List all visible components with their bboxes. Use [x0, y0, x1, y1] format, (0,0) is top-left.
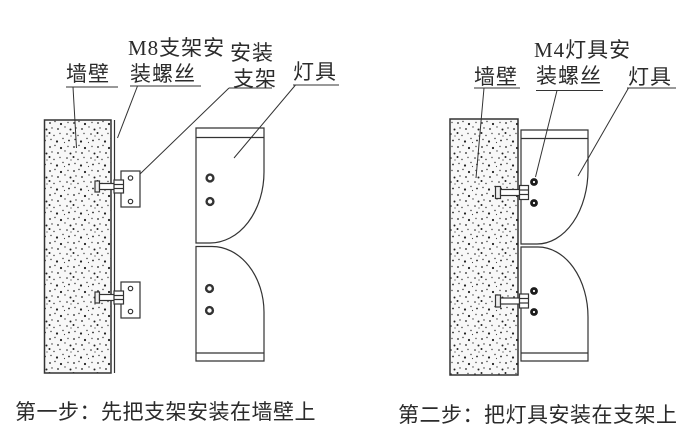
step2-wall-leader: [474, 87, 520, 179]
step1-lamp-label: 灯具: [293, 59, 337, 85]
step1-wall-label-text: 墙壁: [66, 62, 110, 86]
lamp-screw-hole: [205, 196, 215, 207]
lamp-screw-hole: [204, 305, 215, 316]
step2-caption: 第二步：把灯具安装在支架上: [398, 403, 678, 427]
step1-bracket-leader: [139, 87, 272, 175]
step1-m8-bolt-upper: [94, 179, 125, 194]
step1-bracket-hole: [127, 198, 134, 205]
step1-screw-label-line2: 装螺丝: [130, 62, 196, 86]
step2-screw-label: M4灯具安 装螺丝: [534, 37, 631, 89]
step2-m4-screws: [530, 178, 538, 316]
step1-lamp-label-text: 灯具: [293, 60, 337, 84]
step2-drawing: [449, 87, 676, 376]
step2-m8-bolt-lower: [494, 293, 530, 309]
step1-lamp-lower-shade: [195, 245, 265, 362]
bolt-head: [494, 185, 502, 200]
step1-leader-lines: [66, 84, 339, 175]
step1-screw-leader: [117, 85, 201, 139]
bolt-nut: [518, 293, 530, 309]
bolt-shaft: [98, 182, 116, 191]
m4-screw-center: [532, 201, 536, 205]
step1-bracket-hole: [127, 308, 134, 315]
bolt-nut: [113, 179, 125, 194]
step2-lamp-upper-shade: [520, 129, 589, 245]
bolt-head: [494, 294, 502, 308]
step1-bracket-label-line1: 安装: [230, 41, 274, 65]
step1-bracket-hole: [127, 285, 134, 292]
step1-lamp-leader: [233, 84, 339, 159]
bolt-nut: [518, 184, 530, 201]
bolt-shaft: [98, 293, 116, 302]
step1-screw-label: M8支架安 装螺丝: [128, 35, 225, 87]
step1-lamp-upper-shade: [195, 127, 265, 244]
step1-bracket-label: 安装 支架: [229, 40, 277, 92]
step2-lamp-leader: [577, 87, 676, 177]
bolt-head: [94, 291, 101, 304]
step2-wall: [449, 118, 519, 376]
step1-wall: [43, 119, 112, 374]
m4-screw-center: [532, 310, 536, 314]
step1-screw-label-line1: M8支架安: [128, 36, 226, 60]
step2-lamp-label-text: 灯具: [628, 65, 672, 89]
step1-lamp-screw-holes: [204, 173, 215, 316]
bolt-nut: [113, 290, 125, 305]
bolt-head: [94, 180, 101, 193]
m4-screw-center: [532, 289, 536, 293]
bolt-shaft: [499, 188, 521, 197]
bolt-shaft: [499, 297, 521, 305]
step1-m8-bolt-lower: [94, 290, 125, 305]
lamp-screw-hole: [204, 283, 215, 294]
step2-wall-label-text: 墙壁: [474, 65, 518, 89]
step2-screw-label-line2: 装螺丝: [536, 64, 602, 88]
step1-caption: 第一步：先把支架安装在墙壁上: [15, 400, 316, 424]
lamp-screw-hole: [205, 173, 215, 183]
step1-bracket-hole: [127, 175, 134, 181]
step1-wall-label: 墙壁: [66, 61, 110, 87]
step2-leader-lines: [474, 87, 676, 179]
step2-m8-bolt-upper: [494, 184, 530, 201]
step2-screw-label-line1: M4灯具安: [534, 38, 632, 62]
step1-drawing: [43, 84, 339, 374]
step2-screw-leader: [535, 90, 603, 178]
m4-screw-center: [532, 180, 536, 184]
step2-lamp-lower-shade: [520, 246, 589, 362]
step2-wall-label: 墙壁: [474, 64, 518, 90]
step1-wall-leader: [66, 86, 118, 149]
step2-lamp-label: 灯具: [628, 64, 672, 90]
step1-bracket-label-line2: 支架: [233, 67, 277, 91]
